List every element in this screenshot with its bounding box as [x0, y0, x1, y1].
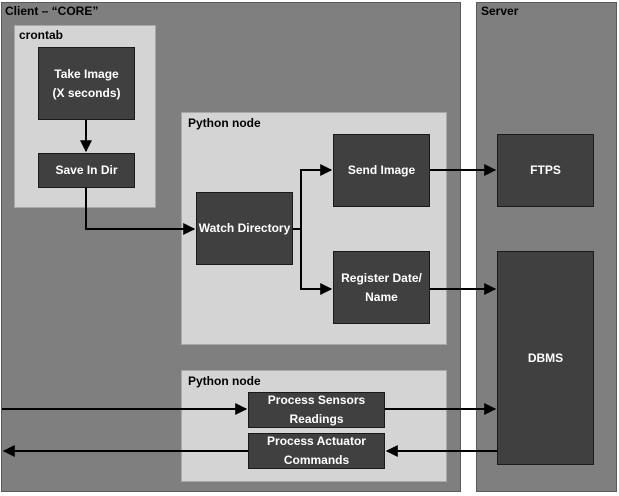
python-node-top-label: Python node	[188, 116, 261, 130]
register-date-name-node: Register Date/ Name	[333, 251, 430, 324]
process-actuator-node: Process Actuator Commands	[248, 433, 385, 469]
save-in-dir-node: Save In Dir	[38, 153, 135, 188]
take-image-node: Take Image (X seconds)	[38, 47, 135, 120]
ftps-label: FTPS	[530, 163, 561, 178]
send-image-label: Send Image	[347, 163, 416, 178]
register-date-name-label: Register Date/ Name	[341, 270, 422, 304]
watch-directory-node: Watch Directory	[196, 192, 293, 265]
save-in-dir-label: Save In Dir	[55, 163, 118, 178]
dbms-label: DBMS	[527, 350, 564, 365]
dbms-node: DBMS	[497, 251, 594, 465]
ftps-node: FTPS	[497, 134, 594, 207]
watch-directory-label: Watch Directory	[198, 221, 291, 236]
python-node-bottom-label: Python node	[188, 374, 261, 388]
crontab-group-label: crontab	[19, 28, 64, 42]
process-actuator-label: Process Actuator Commands	[267, 434, 366, 467]
send-image-node: Send Image	[333, 134, 430, 207]
server-region-label: Server	[481, 4, 519, 18]
take-image-label: Take Image (X seconds)	[52, 66, 121, 100]
client-region-label: Client – “CORE”	[5, 4, 99, 18]
process-sensors-node: Process Sensors Readings	[248, 392, 385, 428]
process-sensors-label: Process Sensors Readings	[267, 393, 366, 426]
